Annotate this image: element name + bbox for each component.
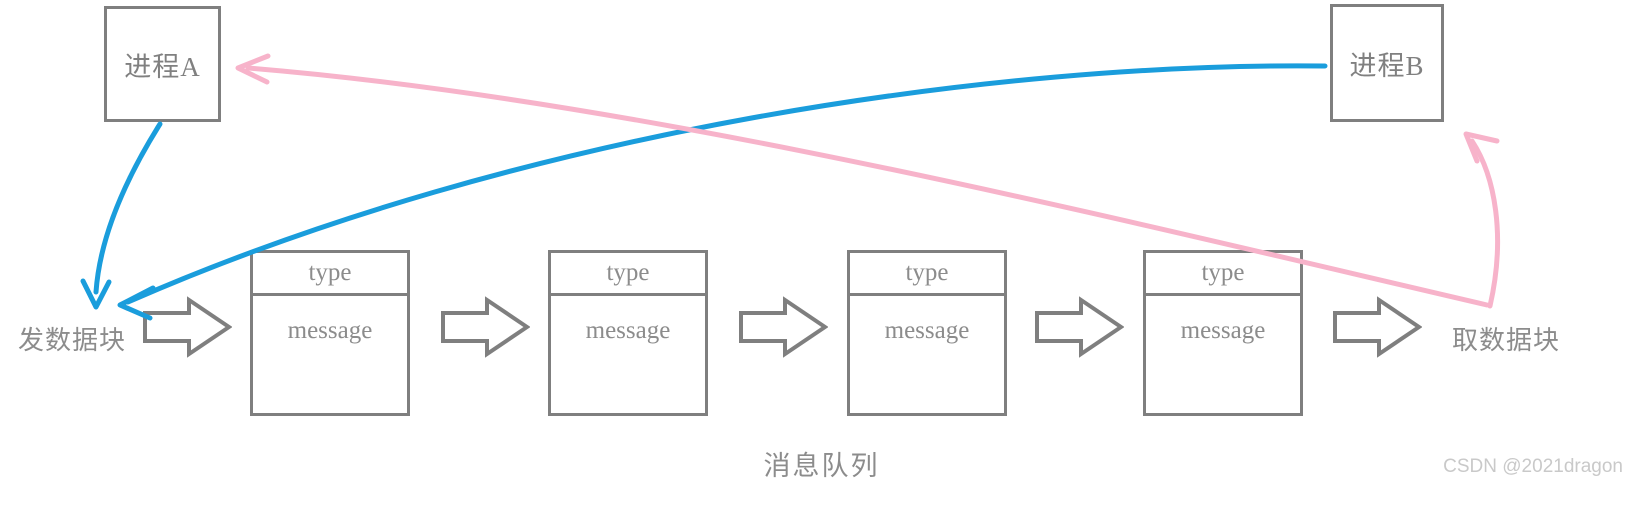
process-a-label: 进程A (124, 51, 201, 82)
queue-arrow-0-icon (142, 296, 233, 358)
queue-node-1: type message (250, 250, 410, 416)
queue-node-4-type-cell: type (1146, 253, 1300, 296)
queue-arrow-2-icon (738, 296, 829, 358)
queue-node-1-type-cell: type (253, 253, 407, 296)
queue-node-3-type-cell: type (850, 253, 1004, 296)
queue-node-2-message-label: message (585, 317, 671, 344)
connector-process-a-to-send-icon (80, 121, 163, 310)
queue-node-1-message-cell: message (253, 296, 407, 416)
message-queue-caption: 消息队列 (763, 451, 880, 481)
queue-node-3-type-label: type (905, 259, 949, 286)
queue-node-2-type-cell: type (551, 253, 705, 296)
queue-node-2-type-label: type (606, 259, 650, 286)
queue-arrow-1-icon (440, 296, 531, 358)
send-data-block-label: 发数据块 (18, 326, 127, 355)
queue-arrow-3-icon (1034, 296, 1125, 358)
queue-node-3-message-label: message (884, 317, 970, 344)
queue-node-1-message-label: message (287, 317, 373, 344)
queue-node-1-type-label: type (308, 259, 352, 286)
queue-node-3: type message (847, 250, 1007, 416)
receive-data-block-label: 取数据块 (1452, 326, 1561, 355)
queue-node-4-type-label: type (1201, 259, 1245, 286)
watermark-text: CSDN @2021dragon (1443, 456, 1623, 477)
process-b-label: 进程B (1349, 50, 1425, 81)
process-b-box: 进程B (1330, 4, 1444, 122)
queue-node-3-message-cell: message (850, 296, 1004, 416)
queue-arrow-4-icon (1332, 296, 1423, 358)
queue-node-2-message-cell: message (551, 296, 705, 416)
queue-node-4-message-cell: message (1146, 296, 1300, 416)
connector-receive-to-process-b-icon (1463, 131, 1500, 309)
queue-node-4: type message (1143, 250, 1303, 416)
process-a-box: 进程A (104, 6, 221, 122)
queue-node-4-message-label: message (1180, 317, 1266, 344)
queue-node-2: type message (548, 250, 708, 416)
